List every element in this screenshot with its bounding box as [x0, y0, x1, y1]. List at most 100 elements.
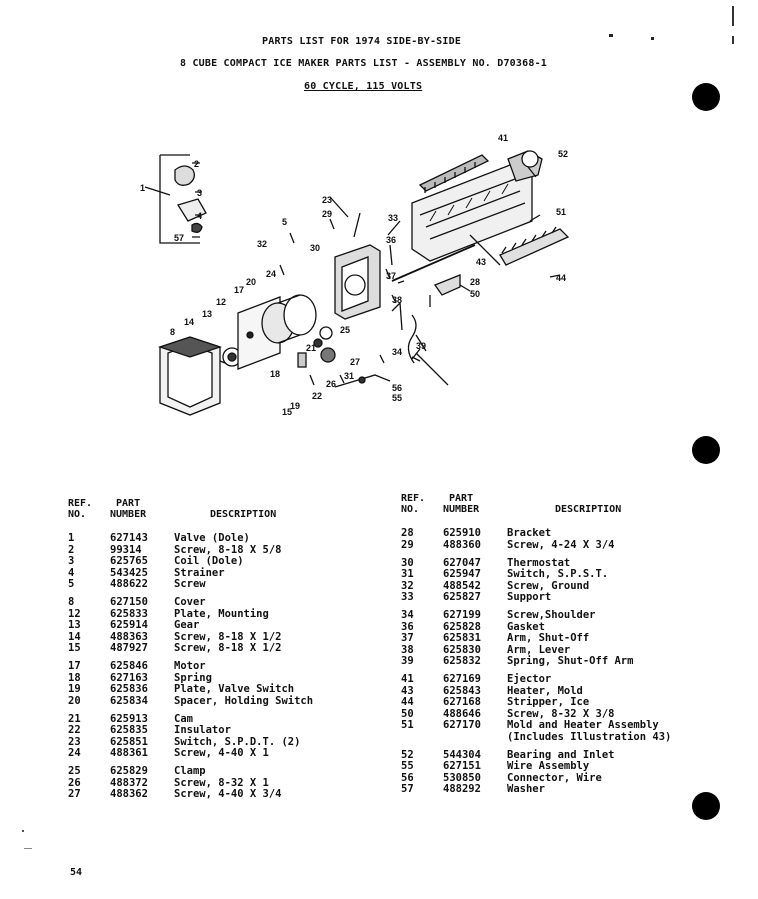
ref-number: 15: [68, 642, 81, 654]
part-description: Wire Assembly: [507, 760, 590, 772]
callout-43: 43: [476, 257, 486, 267]
part-number: 488292: [443, 783, 481, 795]
part-description: Support: [507, 591, 552, 603]
part-description: Spring: [174, 671, 212, 684]
part-description: Washer: [507, 783, 545, 795]
part-description: (Includes Illustration 43): [507, 730, 672, 743]
callout-4: 4: [197, 211, 202, 221]
part-description: Bracket: [507, 527, 552, 539]
part-number: 488360: [443, 538, 481, 551]
part-header-text: PART NUMBER: [443, 493, 480, 515]
ref-number: 19: [68, 683, 81, 695]
ref-header-text: REF. NO.: [401, 493, 426, 515]
callout-57: 57: [174, 233, 184, 243]
part-number: 625827: [443, 591, 481, 603]
ref-number: 2: [68, 543, 75, 556]
part-description: Screw, 4-40 X 3/4: [174, 788, 282, 800]
part-description: Spacer, Holding Switch: [174, 694, 314, 707]
ref-number: 37: [401, 632, 414, 644]
part-number: 627199: [443, 609, 481, 621]
callout-28: 28: [470, 277, 480, 287]
part-number: 627169: [443, 673, 481, 685]
ref-number: 55: [401, 760, 414, 772]
left-part-header: PART NUMBER: [110, 498, 146, 520]
part-description: Motor: [174, 660, 206, 672]
ref-number: 22: [68, 724, 81, 736]
part-number: 625830: [443, 643, 481, 656]
page-subtitle: 8 CUBE COMPACT ICE MAKER PARTS LIST - AS…: [180, 58, 548, 69]
binder-hole: [692, 83, 720, 111]
callout-24: 24: [266, 269, 276, 279]
part-number: 625765: [110, 555, 148, 567]
table-row: 38 625830 Arm, Lever: [401, 643, 691, 657]
ref-number: 13: [68, 619, 81, 631]
part-description: Spring, Shut-Off Arm: [507, 655, 634, 667]
voltage-line: 60 CYCLE, 115 VOLTS: [304, 81, 423, 92]
ref-number: 36: [401, 620, 414, 633]
part-description: Plate, Mounting: [174, 607, 269, 620]
part-description: Switch, S.P.S.T.: [507, 568, 609, 580]
ref-number: 28: [401, 527, 414, 539]
callout-27: 27: [350, 357, 360, 367]
part-header-text: PART NUMBER: [110, 498, 147, 520]
part-description: Screw, 8-32 X 1: [174, 776, 269, 789]
left-desc-header: DESCRIPTION: [210, 509, 277, 520]
callout-8: 8: [170, 327, 175, 337]
callout-50: 50: [470, 289, 480, 299]
ref-number: 1: [68, 532, 75, 544]
part-description: Cam: [174, 712, 193, 725]
part-number: 543425: [110, 566, 148, 579]
callout-38: 38: [392, 295, 402, 305]
ref-number: 51: [401, 719, 414, 731]
ref-number: 38: [401, 643, 414, 656]
part-number: 627151: [443, 760, 481, 772]
callout-51: 51: [556, 207, 566, 217]
stray-mark: [22, 830, 24, 832]
ref-number: 31: [401, 568, 414, 580]
callout-14: 14: [184, 317, 194, 327]
callout-26: 26: [326, 379, 336, 389]
callout-29: 29: [322, 209, 332, 219]
part-number: 625851: [110, 735, 148, 748]
ref-number: 17: [68, 660, 81, 672]
callout-31: 31: [344, 371, 354, 381]
part-number: 488361: [110, 747, 148, 759]
part-description: Heater, Mold: [507, 684, 583, 697]
callout-39: 39: [416, 341, 426, 351]
part-description: Coil (Dole): [174, 555, 244, 567]
part-description: Ejector: [507, 673, 552, 685]
part-description: Screw, 4-24 X 3/4: [507, 538, 615, 551]
part-description: Arm, Lever: [507, 643, 571, 656]
callout-2: 2: [194, 159, 199, 169]
part-number: 99314: [110, 543, 142, 556]
ref-number: 14: [68, 630, 81, 643]
ref-number: 41: [401, 673, 414, 685]
part-description: Screw,Shoulder: [507, 609, 596, 621]
stray-mark: [24, 848, 32, 849]
ref-number: 30: [401, 556, 414, 569]
binder-hole: [692, 436, 720, 464]
ref-number: 5: [68, 578, 75, 590]
part-number: 530850: [443, 771, 481, 784]
part-number: 487927: [110, 642, 148, 654]
callout-32: 32: [257, 239, 267, 249]
ref-number: 32: [401, 579, 414, 592]
part-description: Switch, S.P.D.T. (2): [174, 735, 301, 748]
ref-number: 24: [68, 747, 81, 759]
ref-number: 27: [68, 788, 81, 800]
